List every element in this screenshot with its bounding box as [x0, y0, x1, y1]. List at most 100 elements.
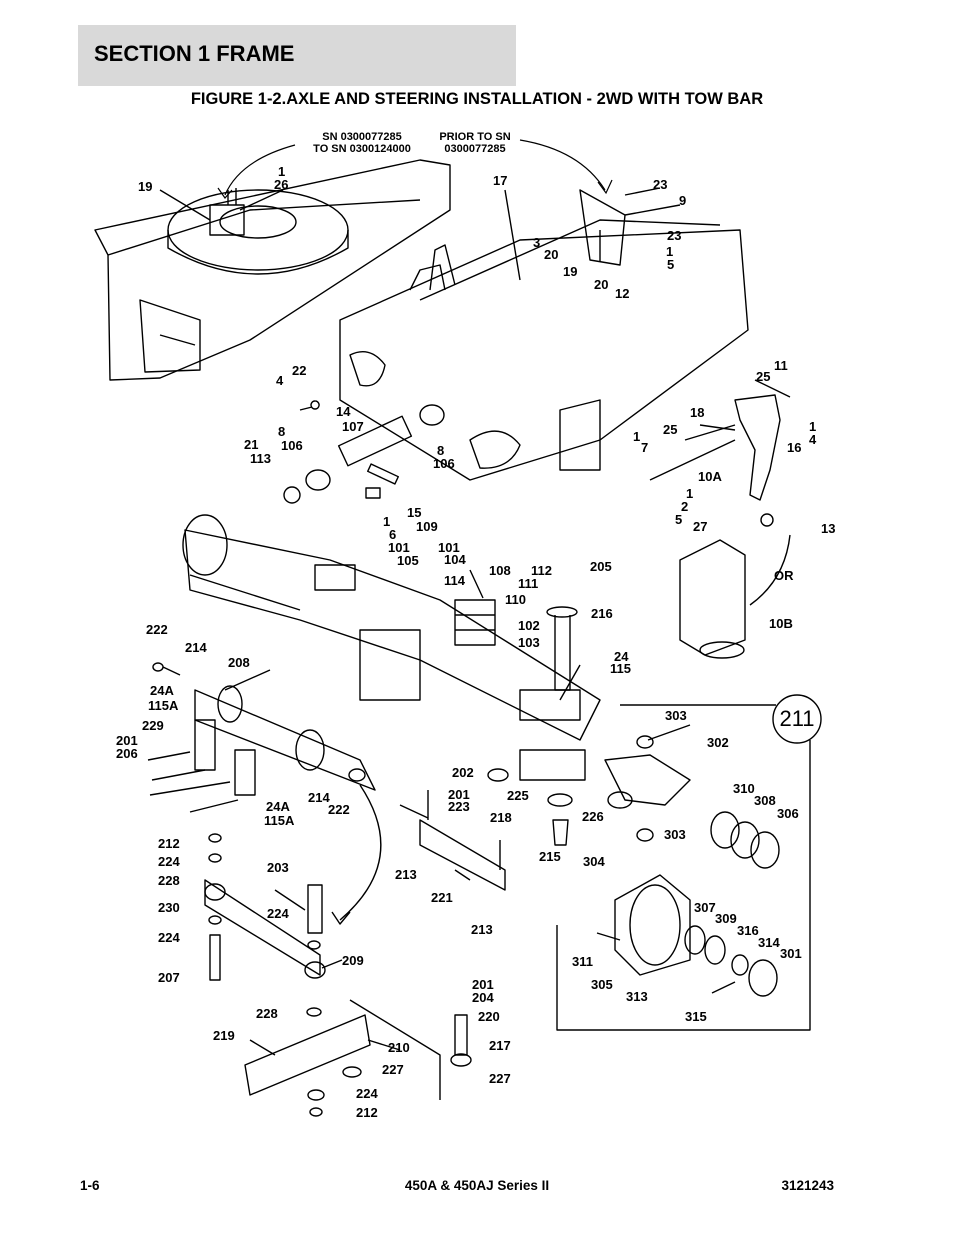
part-label: 8: [437, 443, 444, 458]
part-label: 204: [472, 990, 494, 1005]
part-label: 222: [328, 802, 350, 817]
part-label: 224: [158, 930, 180, 945]
part-label: 24A: [266, 799, 290, 814]
part-label: 2: [681, 499, 688, 514]
part-label: 10A: [698, 469, 722, 484]
callout-arrows: [217, 139, 613, 199]
footer-model: 450A & 450AJ Series II: [404, 1178, 550, 1193]
part-label: 3: [533, 235, 540, 250]
section-header: SECTION 1 FRAME: [78, 25, 516, 86]
sn-range-line-1: SN 0300077285: [322, 131, 402, 143]
part-label: 304: [583, 854, 605, 869]
part-label: 106: [433, 456, 455, 471]
part-label: 214: [308, 790, 330, 805]
part-label: 229: [142, 718, 164, 733]
part-label: 12: [615, 286, 629, 301]
part-label: 20: [544, 247, 558, 262]
part-label: 212: [158, 836, 180, 851]
part-label: 201: [448, 787, 470, 802]
part-label: 228: [158, 873, 180, 888]
part-label: 110: [505, 592, 526, 607]
part-label: 305: [591, 977, 613, 992]
part-label: 105: [397, 553, 419, 568]
part-label: 205: [590, 559, 612, 574]
part-label: 206: [116, 746, 138, 761]
part-label: 109: [416, 519, 438, 534]
part-label: 5: [675, 512, 682, 527]
part-label: 113: [250, 451, 271, 466]
part-label: 303: [665, 708, 687, 723]
part-label: 216: [591, 606, 613, 621]
part-label: 10B: [769, 616, 793, 631]
part-label: 112: [531, 563, 552, 578]
prior-to-sn-line-2: 0300077285: [444, 143, 505, 155]
part-label: 23: [667, 228, 681, 243]
part-label: 5: [667, 257, 674, 272]
part-label: 221: [431, 890, 453, 905]
part-label: 20: [594, 277, 608, 292]
part-label: 18: [690, 405, 704, 420]
part-label: OR: [774, 568, 794, 583]
part-label: 202: [452, 765, 474, 780]
part-label: 4: [276, 373, 284, 388]
part-label: 14: [336, 404, 351, 419]
part-label: 9: [679, 193, 686, 208]
part-label: 19: [563, 264, 577, 279]
callout-notes: SN 0300077285 TO SN 0300124000 PRIOR TO …: [313, 131, 814, 731]
part-label: 1: [278, 164, 285, 179]
part-label: 1: [383, 514, 390, 529]
part-label: 212: [356, 1105, 378, 1120]
detail-211-number: 211: [779, 706, 814, 731]
part-label: 227: [489, 1071, 511, 1086]
part-label: 24A: [150, 683, 174, 698]
part-label: 8: [278, 424, 285, 439]
part-label: 115A: [148, 698, 179, 713]
part-label: 7: [641, 440, 648, 455]
part-label: 228: [256, 1006, 278, 1021]
prior-to-sn-line-1: PRIOR TO SN: [439, 131, 510, 143]
part-label: 107: [342, 419, 364, 434]
part-label: 315: [685, 1009, 707, 1024]
part-label: 21: [244, 437, 258, 452]
part-label: 201: [472, 977, 494, 992]
part-label: 26: [274, 177, 288, 192]
part-label: 311: [572, 954, 593, 969]
part-label: 23: [653, 177, 667, 192]
part-label: 1: [809, 419, 816, 434]
part-label: 15: [407, 505, 421, 520]
part-label: 25: [663, 422, 677, 437]
part-label: 313: [626, 989, 648, 1004]
part-label: 103: [518, 635, 540, 650]
part-label: 1: [666, 244, 673, 259]
part-label: 302: [707, 735, 729, 750]
part-label: 101: [438, 540, 460, 555]
part-label: 6: [389, 527, 396, 542]
part-label: 208: [228, 655, 250, 670]
part-label: 203: [267, 860, 289, 875]
part-label: 114: [444, 573, 466, 588]
part-label: 104: [444, 552, 466, 567]
footer-doc-number: 3121243: [781, 1178, 834, 1193]
part-label: 308: [754, 793, 776, 808]
part-label: 4: [809, 432, 817, 447]
part-label: 217: [489, 1038, 511, 1053]
part-label: 209: [342, 953, 364, 968]
footer-page-number: 1-6: [80, 1178, 100, 1193]
part-label: 111: [518, 576, 538, 591]
part-label: 310: [733, 781, 755, 796]
part-label: 301: [780, 946, 802, 961]
part-label: 225: [507, 788, 529, 803]
part-label: 213: [471, 922, 493, 937]
part-label: 25: [756, 369, 770, 384]
part-label: 22: [292, 363, 306, 378]
part-label: 201: [116, 733, 138, 748]
part-label: 218: [490, 810, 512, 825]
part-label: 108: [489, 563, 511, 578]
part-label: 306: [777, 806, 799, 821]
part-label: 210: [388, 1040, 410, 1055]
part-label: 309: [715, 911, 737, 926]
part-label: 213: [395, 867, 417, 882]
part-label: 17: [493, 173, 507, 188]
